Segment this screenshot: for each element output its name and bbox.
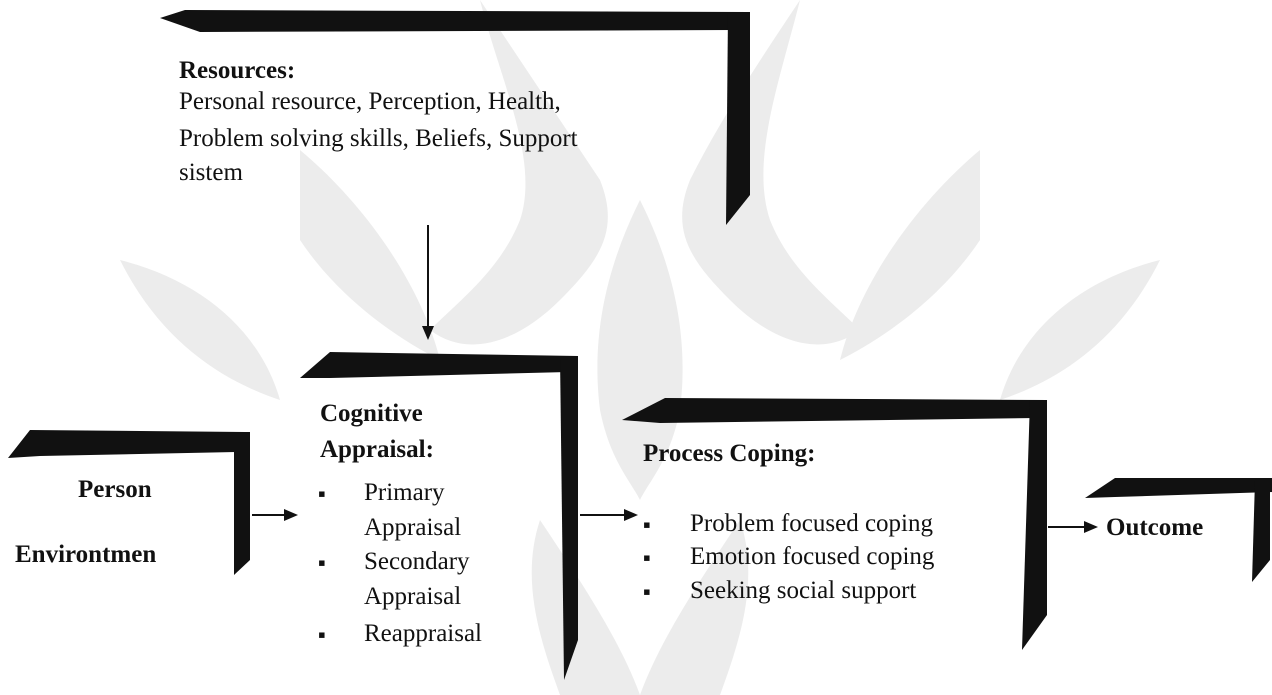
person-label: Person [78, 476, 152, 503]
bullet-icon: ▪ [643, 545, 651, 570]
arrow-resources-to-cognitive [422, 225, 434, 340]
cognitive-item-1-line-1: Primary [364, 479, 445, 506]
environment-label: Environtmen [15, 541, 157, 568]
person-env-box-frame [8, 430, 250, 575]
cognitive-item-3: Reappraisal [364, 620, 483, 647]
outcome-box-frame [1085, 478, 1272, 582]
cognitive-title-line-1: Cognitive [320, 400, 423, 427]
coping-box-frame [622, 398, 1047, 650]
coping-item-3: Seeking social support [690, 577, 917, 604]
resources-box-frame [160, 10, 750, 225]
resources-line-1: Personal resource, Perception, Health, [179, 88, 561, 115]
cognitive-item-1-line-2: Appraisal [364, 514, 462, 541]
coping-item-2: Emotion focused coping [690, 543, 935, 570]
bullet-icon: ▪ [643, 512, 651, 537]
resources-line-2: Problem solving skills, Beliefs, Support [179, 125, 578, 152]
bullet-icon: ▪ [318, 481, 326, 506]
coping-item-1: Problem focused coping [690, 510, 934, 537]
bullet-icon: ▪ [643, 579, 651, 604]
bullet-icon: ▪ [318, 622, 326, 647]
cognitive-item-2-line-1: Secondary [364, 548, 470, 575]
arrow-person-to-cognitive [252, 509, 298, 521]
coping-title: Process Coping: [643, 440, 816, 467]
bullet-icon: ▪ [318, 550, 326, 575]
arrow-cognitive-to-coping [580, 509, 638, 521]
cognitive-item-2-line-2: Appraisal [364, 583, 462, 610]
cognitive-title-line-2: Appraisal: [320, 436, 434, 463]
arrow-coping-to-outcome [1048, 521, 1098, 533]
outcome-label: Outcome [1106, 514, 1204, 541]
resources-line-3: sistem [179, 159, 243, 186]
resources-title: Resources: [179, 57, 296, 84]
cognitive-box-frame [300, 352, 578, 680]
